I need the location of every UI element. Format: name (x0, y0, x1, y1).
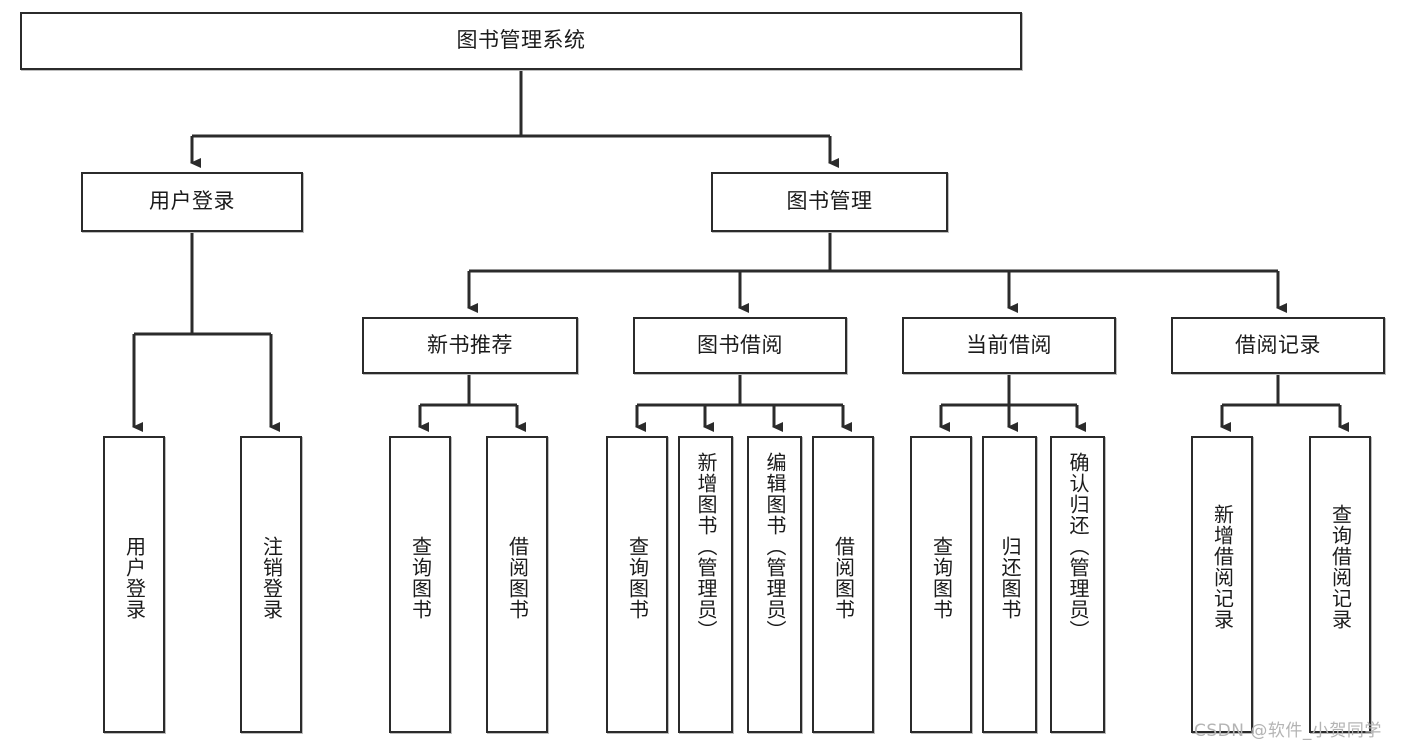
node-label: 用户登录 (122, 536, 147, 620)
node-leaf-query-record[interactable]: 查询借阅记录 (1309, 436, 1371, 733)
node-leaf-borrow-book-1[interactable]: 借阅图书 (486, 436, 548, 733)
node-label: 图书管理系统 (456, 28, 586, 53)
node-leaf-user-login[interactable]: 用户登录 (103, 436, 165, 733)
node-borrow-record[interactable]: 借阅记录 (1171, 317, 1385, 374)
node-label: 编辑图书（管理员） (763, 452, 787, 641)
node-leaf-query-book-2[interactable]: 查询图书 (606, 436, 668, 733)
node-leaf-add-book[interactable]: 新增图书（管理员） (678, 436, 733, 733)
node-new-book-recommend[interactable]: 新书推荐 (362, 317, 578, 374)
node-label: 归还图书 (998, 536, 1022, 620)
node-label: 用户登录 (149, 189, 235, 214)
node-label: 注销登录 (259, 536, 284, 620)
node-label: 借阅记录 (1235, 332, 1321, 357)
watermark-credit: CSDN @软件_小贺同学 (1194, 721, 1382, 741)
node-label: 新增借阅记录 (1210, 504, 1235, 630)
node-label: 图书管理 (786, 189, 873, 214)
node-label: 新书推荐 (427, 332, 513, 357)
node-leaf-confirm-return[interactable]: 确认归还（管理员） (1050, 436, 1105, 733)
node-book-manage[interactable]: 图书管理 (711, 172, 948, 232)
node-label: 确认归还（管理员） (1066, 452, 1090, 641)
node-label: 查询图书 (625, 536, 650, 620)
node-leaf-logout[interactable]: 注销登录 (240, 436, 302, 733)
node-label: 新增图书（管理员） (694, 452, 718, 641)
node-label: 借阅图书 (505, 536, 530, 620)
node-leaf-return-book[interactable]: 归还图书 (982, 436, 1037, 733)
node-label: 图书借阅 (697, 332, 783, 357)
node-leaf-borrow-book-2[interactable]: 借阅图书 (812, 436, 874, 733)
node-label: 当前借阅 (966, 332, 1052, 357)
node-user-login[interactable]: 用户登录 (81, 172, 303, 232)
node-book-borrow[interactable]: 图书借阅 (633, 317, 847, 374)
node-label: 查询借阅记录 (1328, 504, 1353, 630)
node-leaf-edit-book[interactable]: 编辑图书（管理员） (747, 436, 802, 733)
node-leaf-query-book-3[interactable]: 查询图书 (910, 436, 972, 733)
node-leaf-add-record[interactable]: 新增借阅记录 (1191, 436, 1253, 733)
node-leaf-query-book-1[interactable]: 查询图书 (389, 436, 451, 733)
node-label: 查询图书 (408, 536, 433, 620)
node-label: 借阅图书 (831, 536, 856, 620)
node-current-borrow[interactable]: 当前借阅 (902, 317, 1116, 374)
node-root-system[interactable]: 图书管理系统 (20, 12, 1022, 70)
node-label: 查询图书 (929, 536, 954, 620)
